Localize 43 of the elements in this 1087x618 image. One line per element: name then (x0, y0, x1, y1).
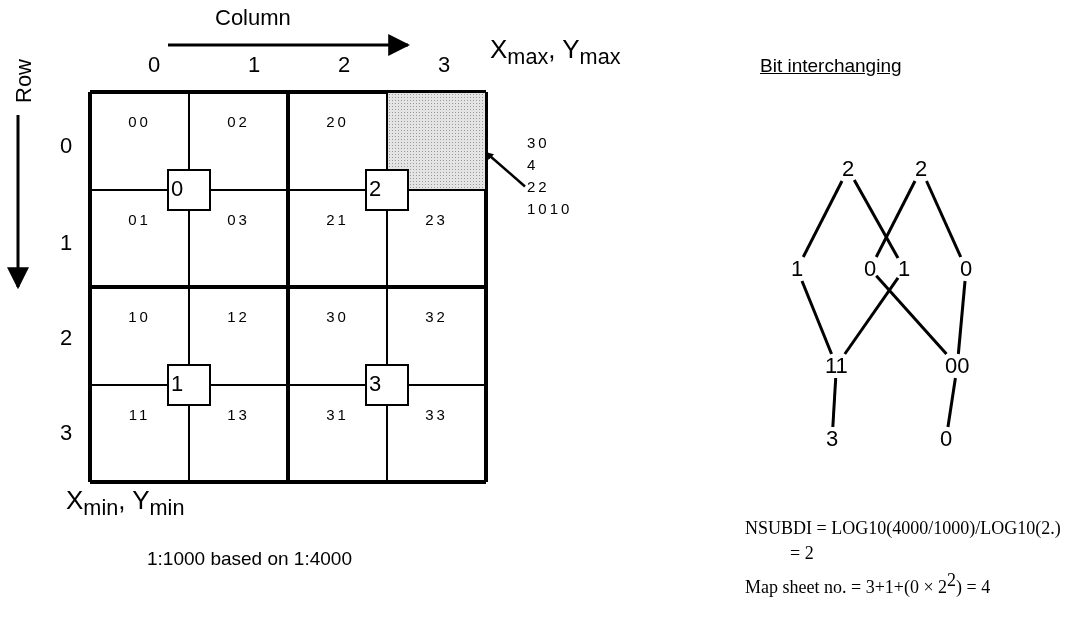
bit-value: 00 (945, 354, 970, 378)
quadrant-number-box: 3 (365, 363, 409, 406)
bit-value: 0 (960, 257, 973, 281)
formula-line: NSUBDI = LOG10(4000/1000)/LOG10(2.) (745, 518, 1061, 539)
bit-value: 11 (825, 354, 848, 378)
row-number: 3 (60, 420, 73, 446)
bit-value: 1 (898, 257, 911, 281)
connector-line (843, 276, 900, 355)
row-number: 2 (60, 325, 73, 351)
bit-value: 0 (864, 257, 877, 281)
row-number: 1 (60, 230, 73, 256)
cell-code-note: 30 4 22 1010 (527, 132, 573, 220)
corner-label: X$_{max}$, Y$_{max}$ (490, 34, 621, 71)
connector-line (874, 180, 917, 258)
column-number: 3 (438, 52, 451, 78)
bit-value: 2 (842, 157, 855, 181)
connector-line (801, 180, 844, 258)
bit-value: 3 (826, 427, 839, 451)
connector-line (831, 377, 838, 428)
quadrant-number-box: 1 (167, 363, 211, 406)
shaded-cell (387, 92, 486, 190)
column-number: 2 (338, 52, 351, 78)
formula-line: = 2 (790, 543, 814, 564)
axis-title: Column (215, 5, 291, 31)
connector-line (875, 274, 948, 355)
bit-value: 0 (940, 427, 953, 451)
section-heading: Bit interchanging (760, 55, 902, 77)
column-number: 1 (248, 52, 261, 78)
connector-line (852, 179, 900, 259)
bit-value: 1 (791, 257, 804, 281)
quadrant-number-box: 2 (365, 168, 409, 211)
connector-line (925, 180, 963, 258)
column-number: 0 (148, 52, 161, 78)
connector-line (956, 280, 967, 355)
row-number: 0 (60, 133, 73, 159)
connector-line (946, 377, 957, 428)
arrow (485, 151, 526, 188)
scale-note: 1:1000 based on 1:4000 (147, 548, 352, 570)
corner-label: X$_{min}$, Y$_{min}$ (66, 485, 185, 522)
connector-line (800, 280, 833, 355)
quadrant-number-box: 0 (167, 168, 211, 211)
bit-value: 2 (915, 157, 928, 181)
axis-title: Row (11, 59, 37, 103)
